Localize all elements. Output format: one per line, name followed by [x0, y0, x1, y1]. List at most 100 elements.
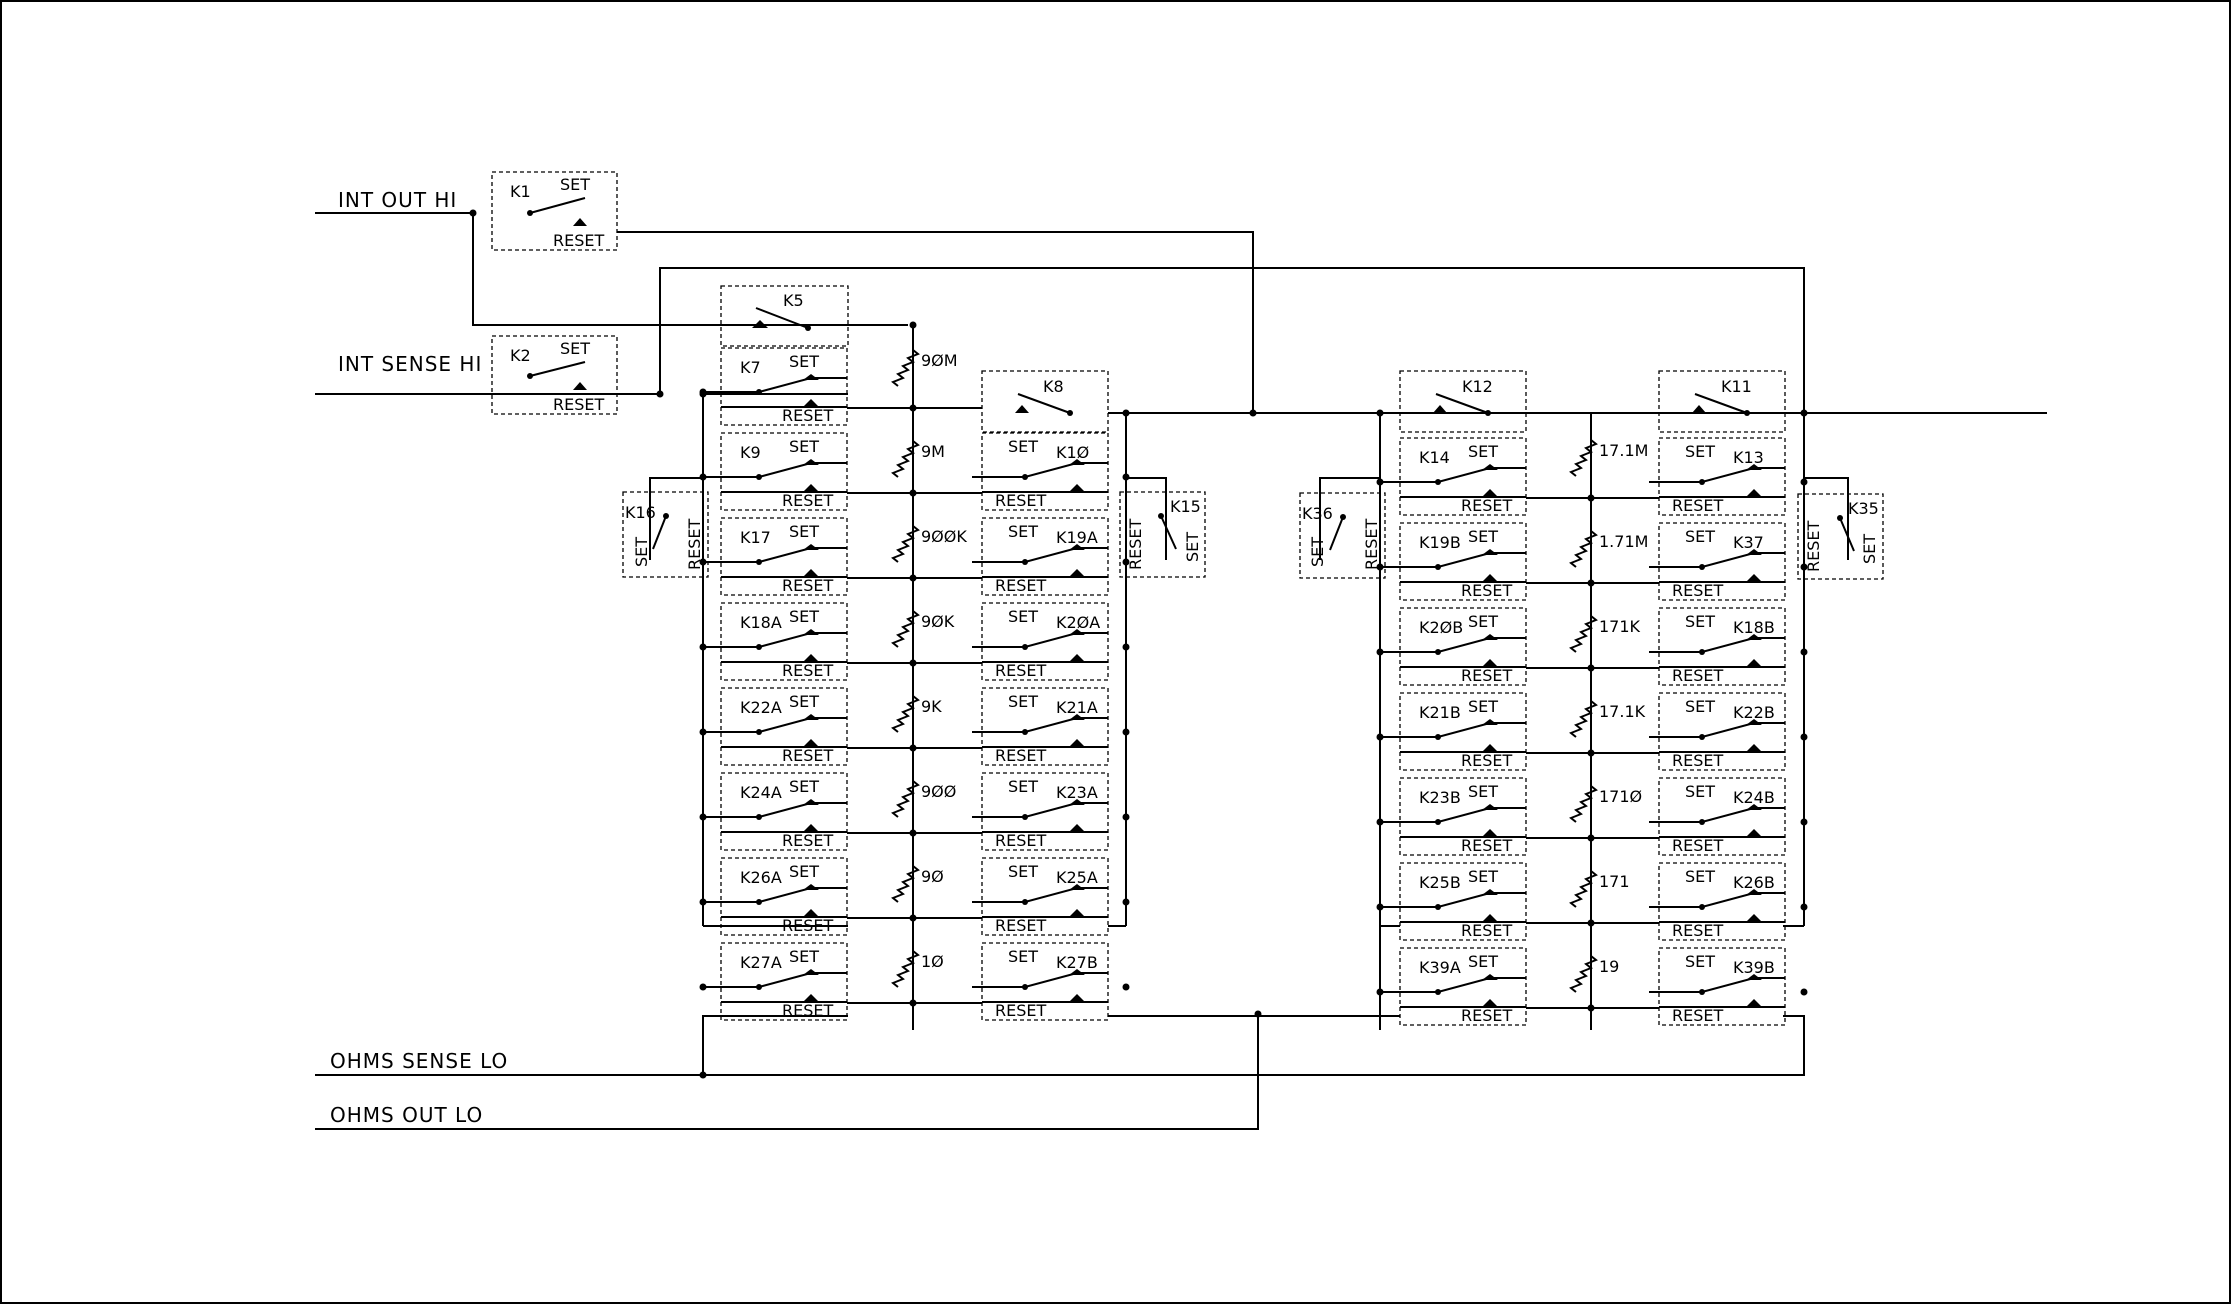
ohms-out-lo-label: OHMS OUT LO [330, 1103, 483, 1127]
relay-k11-label: K11 [1721, 377, 1752, 396]
relay-reset-label: RESET [995, 916, 1046, 935]
relay-set-label: SET [1468, 867, 1498, 886]
resistor-value: 17.1M [1599, 441, 1648, 460]
relay-k35-set: SET [1860, 534, 1879, 564]
relay-set-label: SET [1008, 862, 1038, 881]
relay-reset-label: RESET [995, 576, 1046, 595]
relay-label: K21A [1056, 698, 1098, 717]
relay-label: K2ØA [1056, 613, 1100, 632]
relay-reset-label: RESET [1672, 921, 1723, 940]
resistor: 171Ø [1569, 785, 1642, 823]
relay-reset-label: RESET [1672, 666, 1723, 685]
relay-label: K22B [1733, 703, 1775, 722]
relay-set-label: SET [1468, 697, 1498, 716]
relay-label: K39B [1733, 958, 1775, 977]
resistor-value: 1Ø [921, 952, 944, 971]
relay-label: K22A [740, 698, 782, 717]
relay-k35-label: K35 [1848, 499, 1879, 518]
relay-reset-label: RESET [1461, 666, 1512, 685]
resistor-value: 9ØØK [921, 527, 967, 546]
relay-set-label: SET [1685, 612, 1715, 631]
relay-set-label: SET [789, 352, 819, 371]
relay-k36-set: SET [1308, 537, 1327, 567]
resistor-value: 9ØØ [921, 782, 956, 801]
relay-k2-set: SET [560, 339, 590, 358]
relay-set-label: SET [1468, 527, 1498, 546]
relay-k1: K1 SET RESET [491, 171, 618, 251]
relay-reset-label: RESET [995, 1001, 1046, 1020]
relay-label: K19B [1419, 533, 1461, 552]
relay-reset-label: RESET [1461, 751, 1512, 770]
int-out-hi-label: INT OUT HI [338, 188, 457, 212]
relay-reset-label: RESET [1672, 751, 1723, 770]
relay-reset-label: RESET [995, 661, 1046, 680]
relay-k16-reset: RESET [685, 519, 704, 570]
resistor: 9K [891, 695, 942, 733]
relay-label: K39A [1419, 958, 1461, 977]
relay-label: K19A [1056, 528, 1098, 547]
relay-set-label: SET [1008, 777, 1038, 796]
relay-reset-label: RESET [782, 491, 833, 510]
relay-set-label: SET [1685, 867, 1715, 886]
resistor: 9ØK [891, 610, 955, 648]
relay-reset-label: RESET [1672, 1006, 1723, 1025]
int-sense-hi-label: INT SENSE HI [338, 352, 482, 376]
relay-set-label: SET [1685, 782, 1715, 801]
resistor: 1Ø [891, 950, 944, 988]
relay-k5: K5 [720, 285, 849, 347]
relay-reset-label: RESET [782, 661, 833, 680]
relay-label: K18A [740, 613, 782, 632]
relay-label: K27B [1056, 953, 1098, 972]
relay-set-label: SET [1008, 437, 1038, 456]
resistor: 9ØØ [891, 780, 956, 818]
relay-set-label: SET [1008, 947, 1038, 966]
relay-k36-reset: RESET [1362, 519, 1381, 570]
relay-label: K2ØB [1419, 618, 1463, 637]
relay-k8: K8 [981, 370, 1109, 433]
relay-k35-reset: RESET [1804, 521, 1823, 572]
relay-set-label: SET [1685, 527, 1715, 546]
relay-label: K14 [1419, 448, 1450, 467]
resistor-value: 19 [1599, 957, 1619, 976]
resistor-value: 171Ø [1599, 787, 1642, 806]
resistor: 9M [891, 440, 945, 478]
resistor-value: 171K [1599, 617, 1641, 636]
relay-label: K37 [1733, 533, 1764, 552]
relay-k15-reset: RESET [1126, 519, 1145, 570]
relay-reset-label: RESET [1672, 836, 1723, 855]
relay-label: K27A [740, 953, 782, 972]
relay-k1-reset: RESET [553, 231, 604, 250]
relay-reset-label: RESET [782, 406, 833, 425]
resistor: 19 [1569, 955, 1619, 993]
relay-set-label: SET [789, 777, 819, 796]
relay-label: K25B [1419, 873, 1461, 892]
relay-label: K17 [740, 528, 771, 547]
resistor: 17.1K [1569, 700, 1646, 738]
relay-reset-label: RESET [1672, 581, 1723, 600]
relay-set-label: SET [1468, 612, 1498, 631]
relay-set-label: SET [1685, 697, 1715, 716]
ohms-sense-lo-label: OHMS SENSE LO [330, 1049, 508, 1073]
